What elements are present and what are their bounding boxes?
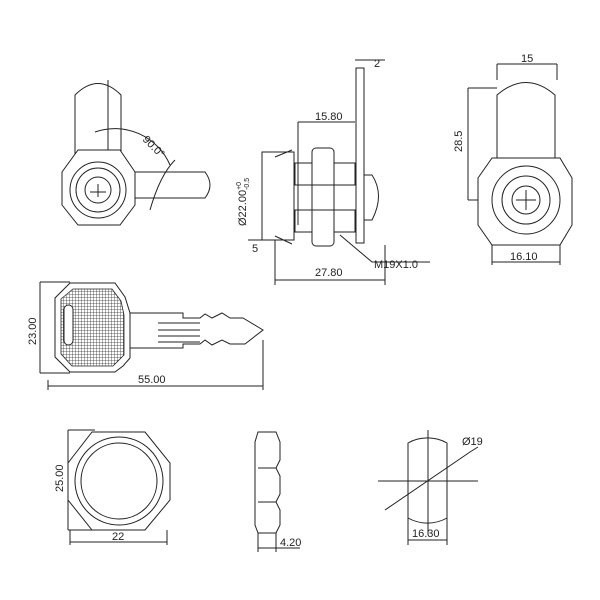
nut-side xyxy=(311,147,335,247)
nut-thickness-label: 4.20 xyxy=(280,537,301,549)
key-grip-pattern xyxy=(60,288,125,367)
flange-thickness-label: 5 xyxy=(252,243,258,255)
cam-plate xyxy=(355,67,365,244)
back-width-label: 15 xyxy=(521,53,533,65)
side-view-lock: 2 15.80 Ø22.00+0-0.5 5 27.80 M19X1.0 xyxy=(236,58,430,285)
lock-body xyxy=(74,83,122,160)
key-ring-hole xyxy=(63,304,74,346)
nut-height-label: 25.00 xyxy=(54,464,66,492)
body-length-label: 15.80 xyxy=(315,111,343,123)
nut-hexagon xyxy=(67,431,171,531)
nut-width-label: 22 xyxy=(112,531,124,543)
key-height-label: 23.00 xyxy=(27,317,39,345)
back-view-lock: 15 28.5 16.10 xyxy=(453,53,573,265)
key-length-label: 55.00 xyxy=(138,374,166,386)
angle-label: 90.0° xyxy=(140,134,167,161)
hex-width-back-label: 16.10 xyxy=(510,251,538,263)
panel-hole-view: Ø19 16.30 xyxy=(378,430,483,545)
flange-side xyxy=(261,151,295,241)
thread-label: M19X1.0 xyxy=(374,259,418,271)
total-length-label: 27.80 xyxy=(315,267,343,279)
back-height-label: 28.5 xyxy=(453,131,465,152)
keyhole xyxy=(90,184,106,197)
key-drawing: 23.00 55.00 7325 xyxy=(27,281,264,390)
hole-diameter-label: Ø19 xyxy=(462,436,483,448)
front-view-lock: 90.0° xyxy=(61,80,211,226)
back-body xyxy=(496,82,556,165)
cam-thickness-label: 2 xyxy=(374,58,380,70)
hole-flat-label: 16.30 xyxy=(412,528,440,540)
nut-front-view: 25.00 22 xyxy=(54,429,171,545)
flange-diameter-label: Ø22.00+0-0.5 xyxy=(236,178,251,226)
cam-arm-rotated xyxy=(135,171,211,199)
phillips-cross xyxy=(516,190,536,210)
nut-side-view: 4.20 xyxy=(254,431,301,552)
